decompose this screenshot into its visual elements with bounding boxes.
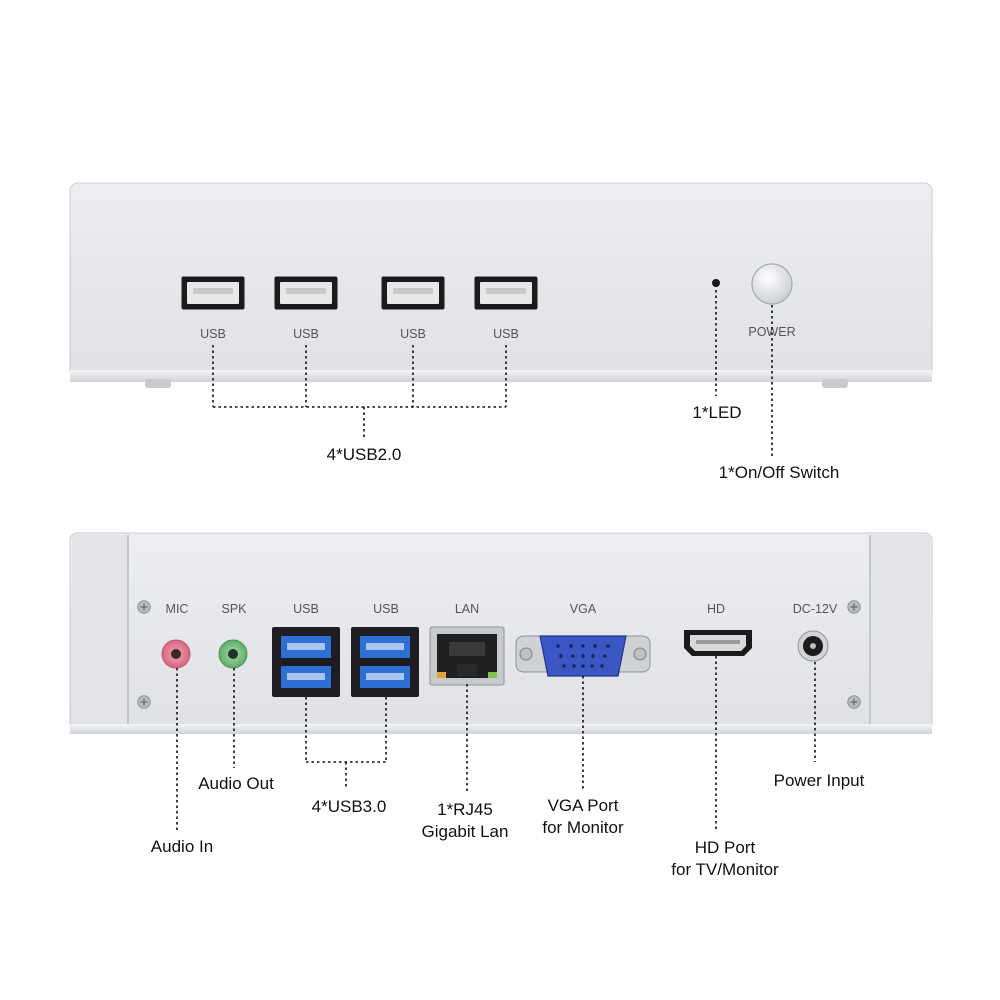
callout-led: 1*LED <box>692 403 741 422</box>
usb3-stack-right <box>351 627 419 697</box>
spk-label: SPK <box>221 602 247 616</box>
callout-audio-out: Audio Out <box>198 774 274 793</box>
vga-port <box>515 635 651 677</box>
callout-audio-in: Audio In <box>151 837 213 856</box>
callout-rj45-line1: 1*RJ45 <box>437 800 493 819</box>
front-usb-label-1: USB <box>200 327 226 341</box>
callout-rj45-line2: Gigabit Lan <box>422 822 509 841</box>
callout-hd-line1: HD Port <box>695 838 756 857</box>
power-button <box>751 263 793 305</box>
callout-power-input: Power Input <box>774 771 865 790</box>
front-usb-label-3: USB <box>400 327 426 341</box>
front-usb-label-2: USB <box>293 327 319 341</box>
callout-usb3: 4*USB3.0 <box>312 797 387 816</box>
front-usb-port-4 <box>474 276 538 310</box>
mic-label: MIC <box>166 602 189 616</box>
usb3-stack-left <box>272 627 340 697</box>
dc-label: DC-12V <box>793 602 838 616</box>
usb3-label-1: USB <box>293 602 319 616</box>
front-usb-port-2 <box>274 276 338 310</box>
callout-usb2: 4*USB2.0 <box>327 445 402 464</box>
led-indicator <box>712 279 720 287</box>
rj45-port <box>429 626 505 686</box>
callout-vga-line1: VGA Port <box>548 796 619 815</box>
callout-vga-line2: for Monitor <box>542 818 624 837</box>
rear-screw-bottom-left <box>137 695 151 709</box>
rear-screw-top-right <box>847 600 861 614</box>
hd-label: HD <box>707 602 725 616</box>
callout-hd-line2: for TV/Monitor <box>671 860 779 879</box>
lan-label: LAN <box>455 602 479 616</box>
callout-switch: 1*On/Off Switch <box>719 463 840 482</box>
rear-screw-bottom-right <box>847 695 861 709</box>
front-usb-label-4: USB <box>493 327 519 341</box>
rear-screw-top-left <box>137 600 151 614</box>
spk-jack <box>218 639 248 669</box>
front-usb-port-3 <box>381 276 445 310</box>
mic-jack <box>161 639 191 669</box>
usb3-label-2: USB <box>373 602 399 616</box>
front-usb-port-1 <box>181 276 245 310</box>
vga-label: VGA <box>570 602 597 616</box>
hd-port <box>684 630 752 656</box>
dc-power-jack <box>797 630 829 662</box>
power-label: POWER <box>748 325 795 339</box>
